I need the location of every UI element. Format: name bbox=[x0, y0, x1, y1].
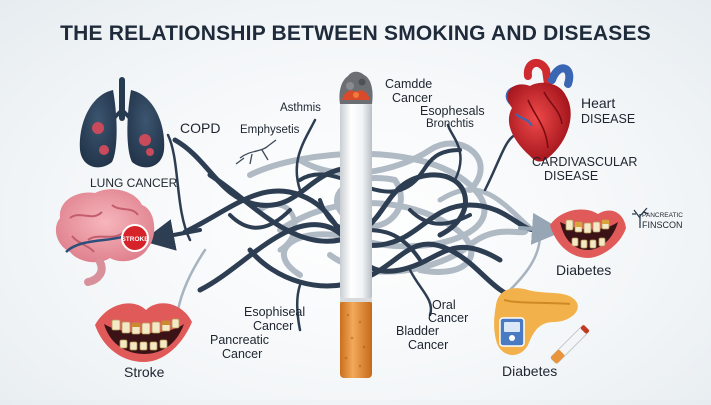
label-copd: COPD bbox=[180, 120, 221, 136]
label-bronchtis: Bronchtis bbox=[426, 118, 474, 130]
heart-icon bbox=[505, 58, 574, 162]
label-bladder-cancer: Cancer bbox=[408, 338, 449, 352]
label-stroke: Stroke bbox=[124, 364, 165, 380]
page-title: THE RELATIONSHIP BETWEEN SMOKING AND DIS… bbox=[60, 22, 651, 45]
arrow-to-mouth bbox=[518, 212, 564, 245]
label-oral-cancer: Cancer bbox=[428, 311, 469, 325]
label-bladder: Bladder bbox=[396, 324, 440, 338]
label-esophiseal: Esophiseal bbox=[244, 305, 306, 319]
label-oral: Oral bbox=[432, 298, 456, 312]
lungs-icon bbox=[79, 77, 165, 168]
diseased-mouth-left-icon bbox=[95, 303, 192, 362]
label-pancreatic: Pancreatic bbox=[210, 333, 270, 347]
label-heart-disease: DISEASE bbox=[581, 112, 636, 126]
label-asthmis: Asthmis bbox=[280, 102, 321, 114]
stroke-badge-label: STROKE bbox=[121, 236, 149, 243]
arrow-to-brain bbox=[142, 219, 202, 251]
label-lung-cancer: LUNG CANCER bbox=[90, 176, 178, 190]
label-diabetes-bottom: Diabetes bbox=[502, 363, 558, 379]
label-pancreatic-logo: PANCREATIC bbox=[642, 212, 683, 219]
label-cardiovascular: CARDIVASCULAR bbox=[532, 155, 638, 169]
label-diabetes-right: Diabetes bbox=[556, 262, 612, 278]
label-camdde: Camdde bbox=[385, 77, 433, 91]
diseased-mouth-right-icon bbox=[550, 209, 626, 258]
cigarette-illustration bbox=[339, 71, 373, 378]
label-heart: Heart bbox=[581, 95, 616, 111]
tangle-network bbox=[142, 118, 564, 332]
label-finscon: FINSCON bbox=[642, 220, 683, 230]
label-pancreatic-cancer: Cancer bbox=[222, 347, 263, 361]
small-cigarette-icon bbox=[550, 325, 590, 364]
label-esophesals: Esophesals bbox=[420, 104, 485, 118]
label-esophiseal-cancer: Cancer bbox=[253, 319, 294, 333]
brain-icon: STROKE bbox=[55, 189, 155, 286]
bronchi-sketch-icon bbox=[235, 139, 277, 165]
label-cardiovascular-disease: DISEASE bbox=[544, 169, 599, 183]
pancreas-icon bbox=[494, 288, 578, 356]
label-camdde-cancer: Cancer bbox=[392, 91, 433, 105]
pancreatic-logo-icon bbox=[632, 207, 649, 228]
label-emphysetis: Emphysetis bbox=[240, 124, 300, 136]
